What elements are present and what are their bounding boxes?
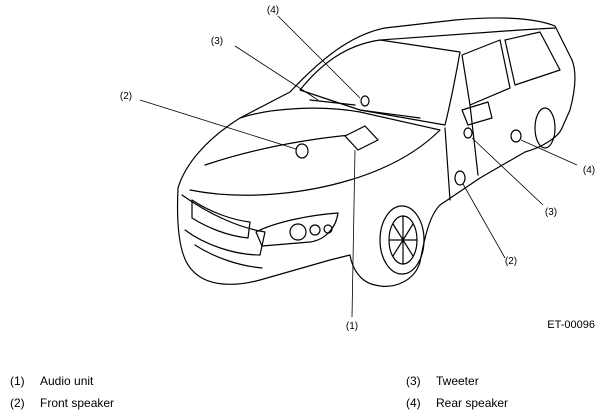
legend-number: (3) [406, 374, 421, 388]
callout-3-left: (3) [211, 36, 223, 47]
side-window-rear [504, 31, 561, 86]
front-bumper [181, 194, 266, 256]
windshield [299, 39, 461, 126]
side-mirror [461, 101, 493, 126]
car-body-outline [176, 17, 576, 287]
tweeter-marker-door [463, 127, 473, 139]
roof-line [379, 27, 556, 41]
lower-intake [194, 244, 263, 269]
legend-left: (1) Audio unit (2) Front speaker [10, 370, 114, 414]
front-wheel [379, 205, 425, 275]
legend-item-rear-speaker: (4) Rear speaker [406, 392, 508, 414]
door-line [444, 104, 479, 201]
callout-4-right: (4) [583, 165, 595, 176]
legend-number: (1) [10, 374, 25, 388]
callout-2-left: (2) [120, 91, 132, 102]
hood-crease [204, 134, 351, 166]
tweeter-marker-top [360, 95, 370, 107]
audio-unit-marker [344, 125, 379, 151]
hood [189, 107, 441, 196]
car-diagram: (1) (2) (2) (3) (3) (4) (4) [120, 5, 595, 332]
rear-speaker-marker [510, 129, 522, 143]
legend-number: (4) [406, 396, 421, 410]
legend-right: (3) Tweeter (4) Rear speaker [406, 370, 508, 414]
callout-4-top: (4) [267, 5, 279, 16]
legend-item-audio-unit: (1) Audio unit [10, 370, 114, 392]
front-speaker-door-marker [454, 170, 466, 186]
legend-item-front-speaker: (2) Front speaker [10, 392, 114, 414]
legend-label: Tweeter [436, 374, 479, 388]
grille [191, 199, 251, 239]
callout-2-right: (2) [505, 256, 517, 267]
figure-code: ET-00096 [547, 319, 595, 331]
callout-3-right: (3) [545, 207, 557, 218]
wiper [309, 99, 421, 119]
legend-number: (2) [10, 396, 25, 410]
front-speaker-dash-marker [295, 143, 309, 159]
legend-item-tweeter: (3) Tweeter [406, 370, 508, 392]
callout-1: (1) [346, 321, 358, 332]
legend-label: Rear speaker [436, 396, 509, 410]
side-window-front [461, 39, 511, 106]
rear-wheel [534, 107, 556, 149]
legend-label: Audio unit [40, 374, 94, 388]
headlight [255, 212, 339, 247]
legend-label: Front speaker [40, 396, 115, 410]
